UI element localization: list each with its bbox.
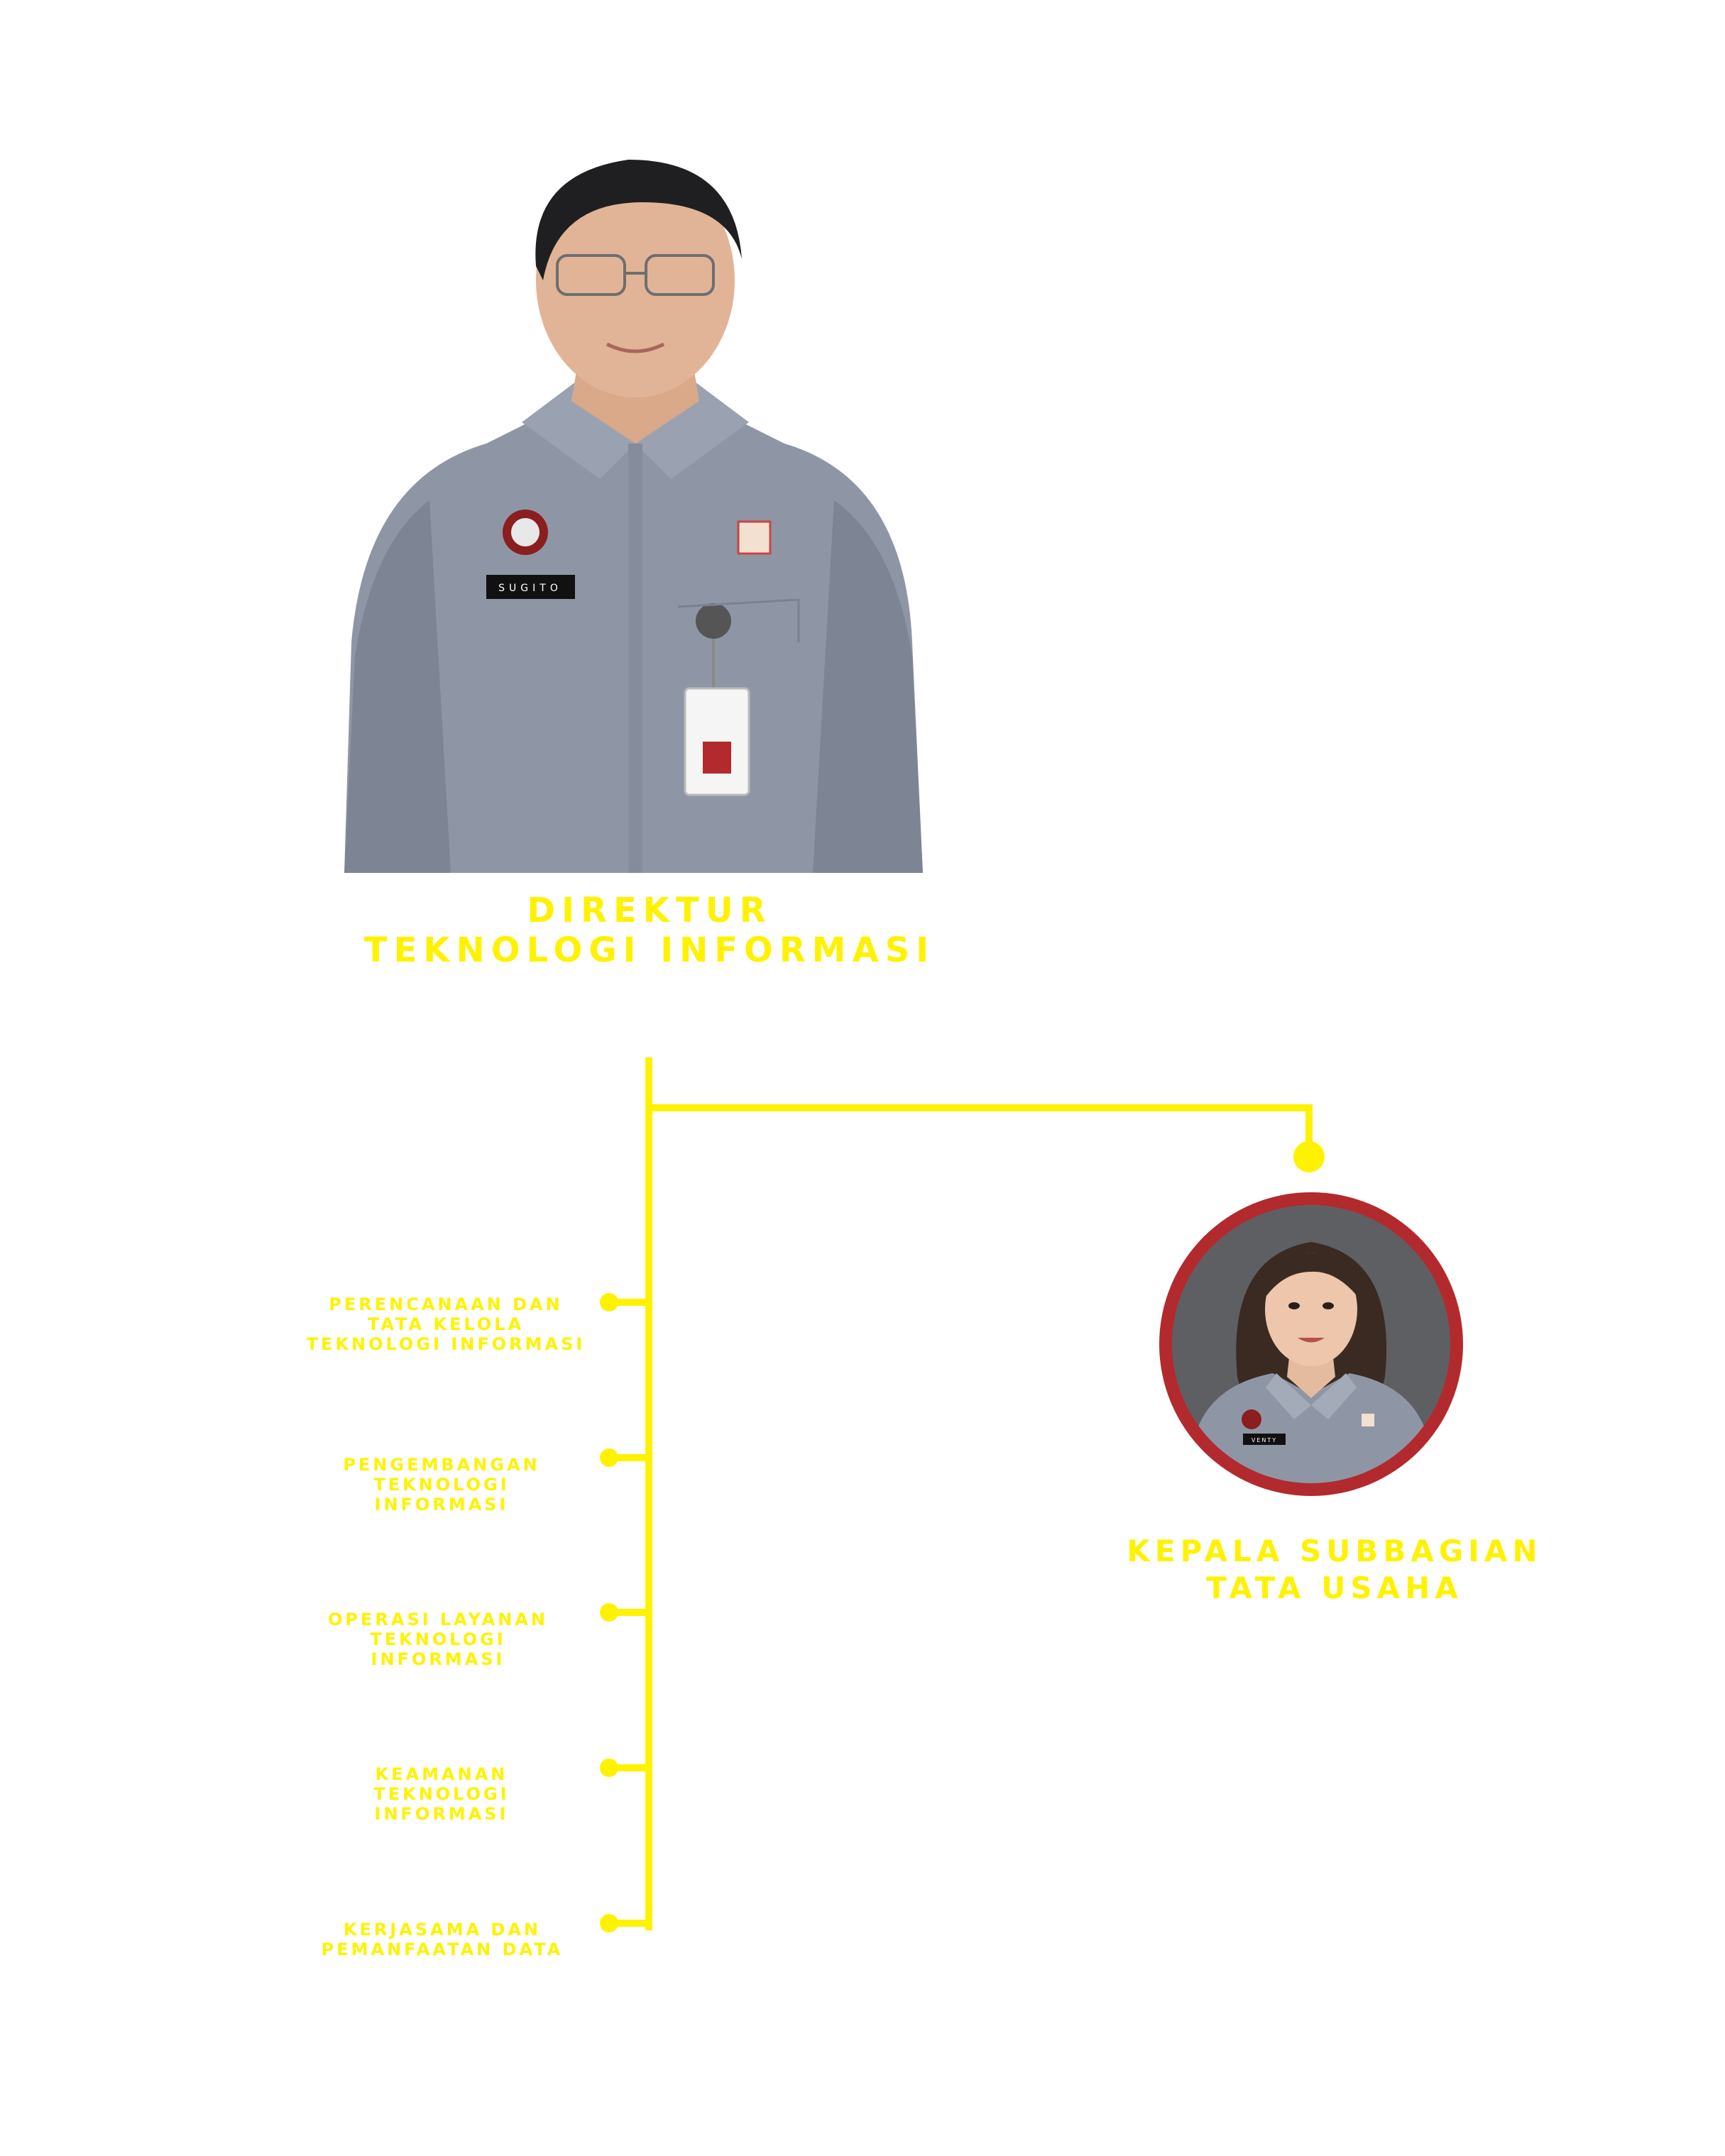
- unit-label-1-line1: PERENCANAAN DAN: [329, 1294, 563, 1314]
- kasubag-connector-vertical: [1305, 1104, 1313, 1161]
- unit-label-2: PENGEMBANGAN TEKNOLOGI INFORMASI: [292, 1455, 591, 1514]
- unit-label-4-line3: INFORMASI: [374, 1804, 509, 1824]
- main-spine-line: [645, 1057, 652, 1930]
- director-name-tag: SUGITO: [498, 583, 562, 594]
- unit-label-2-line2: TEKNOLOGI: [373, 1475, 510, 1495]
- director-title-line2: TEKNOLOGI INFORMASI: [363, 930, 936, 970]
- unit-branch-4: [609, 1764, 649, 1771]
- kasubag-connector-horizontal: [645, 1104, 1313, 1111]
- unit-label-5: KERJASAMA DAN PEMANFAATAN DATA: [293, 1920, 591, 1959]
- unit-label-1-line3: TEKNOLOGI INFORMASI: [306, 1334, 586, 1354]
- unit-label-5-line2: PEMANFAATAN DATA: [321, 1940, 564, 1959]
- unit-branch-dot-2: [600, 1448, 618, 1467]
- unit-branch-3: [609, 1609, 649, 1616]
- unit-label-3-line2: TEKNOLOGI: [370, 1629, 506, 1649]
- kasubag-title-line1: KEPALA SUBBAGIAN: [1127, 1534, 1543, 1568]
- unit-branch-dot-1: [600, 1293, 618, 1311]
- unit-label-1: PERENCANAAN DAN TATA KELOLA TEKNOLOGI IN…: [297, 1294, 595, 1354]
- unit-branch-dot-3: [600, 1603, 618, 1622]
- unit-label-3: OPERASI LAYANAN TEKNOLOGI INFORMASI: [289, 1610, 587, 1669]
- kasubag-name-tag: VENTY: [1252, 1437, 1277, 1443]
- director-title: DIREKTUR TEKNOLOGI INFORMASI: [295, 891, 1004, 970]
- unit-branch-5: [609, 1920, 649, 1927]
- director-title-line1: DIREKTUR: [527, 891, 772, 930]
- kasubag-connector-dot: [1293, 1141, 1325, 1172]
- unit-label-2-line3: INFORMASI: [374, 1495, 509, 1514]
- unit-label-4: KEAMANAN TEKNOLOGI INFORMASI: [292, 1764, 591, 1824]
- kasubag-title: KEPALA SUBBAGIAN TATA USAHA: [1086, 1533, 1583, 1607]
- unit-label-2-line1: PENGEMBANGAN: [343, 1455, 540, 1475]
- kasubag-title-line2: TATA USAHA: [1206, 1571, 1463, 1605]
- director-photo: SUGITO: [344, 160, 923, 873]
- unit-label-4-line2: TEKNOLOGI: [373, 1784, 510, 1804]
- unit-label-4-line1: KEAMANAN: [375, 1764, 508, 1784]
- unit-branch-2: [609, 1454, 649, 1461]
- unit-label-3-line3: INFORMASI: [371, 1649, 505, 1669]
- unit-branch-dot-4: [600, 1759, 618, 1777]
- unit-label-1-line2: TATA KELOLA: [367, 1314, 525, 1334]
- kasubag-photo: VENTY: [1159, 1192, 1463, 1496]
- unit-label-5-line1: KERJASAMA DAN: [343, 1920, 542, 1940]
- unit-branch-dot-5: [600, 1914, 618, 1932]
- unit-branch-1: [609, 1299, 649, 1306]
- unit-label-3-line1: OPERASI LAYANAN: [328, 1610, 548, 1629]
